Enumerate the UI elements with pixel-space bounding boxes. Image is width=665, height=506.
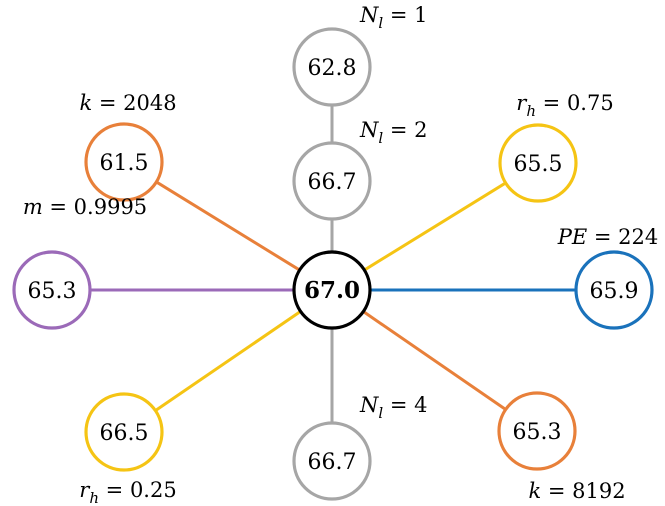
node-circle-nl4 [292, 421, 372, 501]
param-label-value: = 224 [587, 225, 658, 249]
param-label-subscript: h [89, 489, 99, 506]
param-label-var: k [79, 91, 92, 115]
center-node-circle [292, 250, 372, 330]
node-value-nl4: 66.7 [308, 450, 357, 475]
node-value-nl2: 66.7 [308, 170, 357, 195]
node-value-k8192: 65.3 [513, 420, 562, 445]
node-circle-nl2 [292, 141, 372, 221]
param-label-value: = 1 [383, 3, 427, 27]
edge-rh025 [154, 310, 302, 412]
node-circle-k8192 [497, 391, 577, 471]
param-label-subscript: l [378, 404, 383, 422]
param-label-var: k [528, 479, 541, 503]
edge-rh075 [363, 181, 507, 272]
param-label-nl1: Nl = 1 [359, 3, 428, 32]
param-label-var: N [359, 393, 379, 417]
node-circle-nl1 [292, 27, 372, 107]
edge-k8192 [362, 310, 507, 411]
param-label-value: = 8192 [541, 479, 625, 503]
center-node-value: 67.0 [304, 277, 360, 304]
node-m09995: 65.3 [12, 250, 92, 330]
param-label-pe224: PE = 224 [557, 225, 659, 249]
param-label-subscript: l [378, 129, 383, 147]
param-label-k2048: k = 2048 [79, 91, 176, 115]
node-k2048: 61.5 [84, 122, 164, 202]
param-label-var: N [359, 3, 379, 27]
node-circle-k2048 [84, 122, 164, 202]
param-label-m09995: m = 0.9995 [23, 195, 147, 219]
node-nl1: 62.8 [292, 27, 372, 107]
node-value-rh025: 66.5 [100, 421, 149, 446]
param-label-var: N [359, 118, 379, 142]
node-k8192: 65.3 [497, 391, 577, 471]
node-circle-m09995 [12, 250, 92, 330]
node-value-k2048: 61.5 [100, 151, 149, 176]
node-value-rh075: 65.5 [514, 152, 563, 177]
param-label-value: = 0.9995 [43, 195, 147, 219]
param-label-subscript: l [378, 14, 383, 32]
param-label-k8192: k = 8192 [528, 479, 625, 503]
node-nl2: 66.7 [292, 141, 372, 221]
param-label-value: = 0.75 [536, 91, 614, 115]
edge-k2048 [155, 180, 301, 272]
node-circle-pe224 [574, 250, 654, 330]
node-value-m09995: 65.3 [28, 279, 77, 304]
param-label-rh075: rh = 0.75 [516, 91, 613, 120]
node-rh075: 65.5 [498, 123, 578, 203]
node-circle-rh025 [84, 392, 164, 472]
param-label-value: = 4 [383, 393, 427, 417]
node-circle-rh075 [498, 123, 578, 203]
param-label-nl2: Nl = 2 [359, 118, 428, 147]
param-label-subscript: h [526, 102, 536, 120]
param-label-nl4: Nl = 4 [359, 393, 428, 422]
param-label-rh025: rh = 0.25 [79, 478, 176, 506]
param-label-var: r [516, 91, 528, 115]
node-value-nl1: 62.8 [308, 56, 357, 81]
param-label-value: = 2 [383, 118, 427, 142]
edges [90, 105, 576, 423]
param-label-var: m [23, 195, 43, 219]
nodes: 62.8 66.7 66.7 61.5 65.3 65.5 66.5 65.3 65.9 [12, 27, 654, 501]
node-pe224: 65.9 [574, 250, 654, 330]
param-label-var: PE [557, 225, 587, 249]
center-node: 67.0 [292, 250, 372, 330]
node-rh025: 66.5 [84, 392, 164, 472]
node-value-pe224: 65.9 [590, 279, 639, 304]
node-nl4: 66.7 [292, 421, 372, 501]
param-label-value: = 2048 [92, 91, 176, 115]
param-label-value: = 0.25 [99, 478, 177, 502]
param-label-var: r [79, 478, 91, 502]
